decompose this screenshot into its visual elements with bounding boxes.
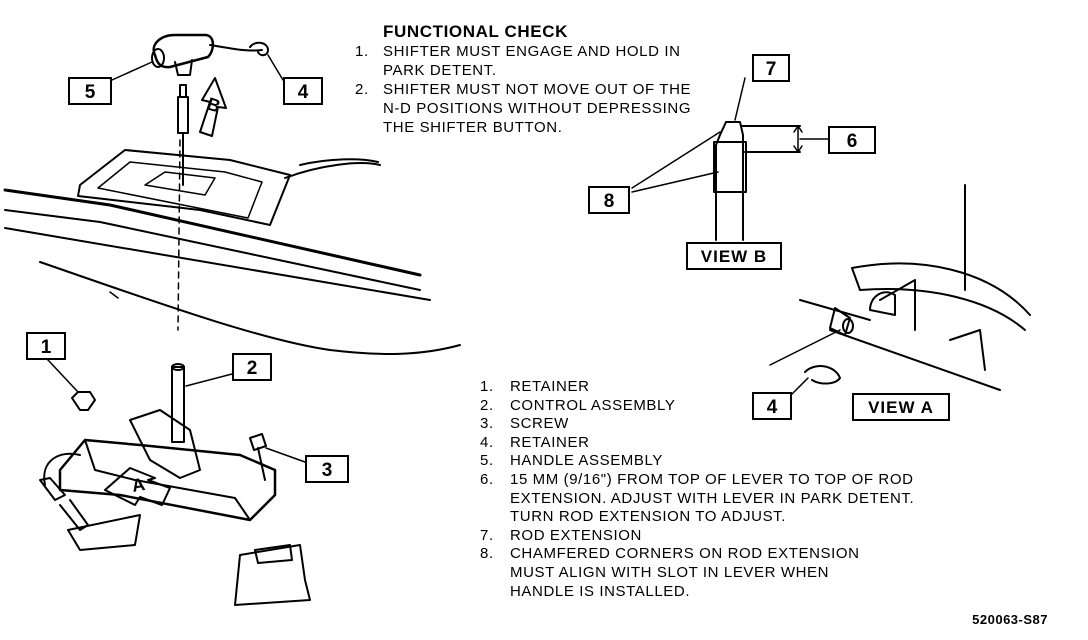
legend-line: HANDLE ASSEMBLY — [510, 452, 663, 470]
functional-check: FUNCTIONAL CHECK 1. SHIFTER MUST ENGAGE … — [355, 22, 755, 137]
legend-item: 6. 15 MM (9/16") FROM TOP OF LEVER TO TO… — [480, 471, 980, 527]
check-item-number: 2. — [355, 81, 369, 98]
legend-number: 6. — [480, 470, 494, 488]
legend-line: TURN ROD EXTENSION TO ADJUST. — [510, 508, 787, 526]
check-item-number: 1. — [355, 43, 369, 60]
callout-1: 1 — [26, 332, 66, 360]
view-a-label: VIEW A — [852, 393, 950, 421]
figure-id: 520063-S87 — [972, 612, 1048, 627]
screw-drawing — [249, 433, 267, 481]
legend-line: 15 MM (9/16") FROM TOP OF LEVER TO TOP O… — [510, 470, 914, 488]
legend-item: 5. HANDLE ASSEMBLY — [480, 452, 980, 471]
handle-assembly-drawing — [151, 33, 263, 76]
legend-line: RETAINER — [510, 433, 590, 451]
console-outline — [3, 149, 461, 356]
view-b-drawing — [631, 77, 829, 241]
check-item: 1. SHIFTER MUST ENGAGE AND HOLD IN PARK … — [355, 42, 755, 80]
legend-line: RETAINER — [510, 378, 590, 395]
legend-line: EXTENSION. ADJUST WITH LEVER IN PARK DET… — [510, 489, 915, 507]
legend-text: HANDLE ASSEMBLY — [510, 452, 663, 471]
legend-number: 3. — [480, 415, 494, 433]
check-item-line: THE SHIFTER BUTTON. — [383, 119, 563, 136]
rod-extension-drawing — [177, 84, 189, 186]
retainer-clip-drawing — [249, 41, 269, 57]
check-item-text: SHIFTER MUST ENGAGE AND HOLD IN PARK DET… — [383, 42, 681, 80]
check-item-line: SHIFTER MUST ENGAGE AND HOLD IN — [383, 43, 681, 60]
callout-7: 7 — [752, 54, 790, 82]
callout-3: 3 — [305, 455, 349, 483]
callout-6: 6 — [828, 126, 876, 154]
control-assembly-drawing — [39, 363, 311, 606]
legend-number: 5. — [480, 452, 494, 470]
retainer-1-drawing — [71, 391, 96, 411]
view-b-label: VIEW B — [686, 242, 782, 270]
callout-4-view-a: 4 — [752, 392, 792, 420]
callout-5: 5 — [68, 77, 112, 105]
direction-arrow-a — [104, 467, 171, 506]
check-item-text: SHIFTER MUST NOT MOVE OUT OF THE N-D POS… — [383, 80, 691, 137]
direction-arrow-b — [199, 77, 227, 137]
legend-item: 7. ROD EXTENSION — [480, 527, 980, 546]
legend-line: CONTROL ASSEMBLY — [510, 396, 676, 414]
view-a-drawing — [769, 184, 1031, 399]
alignment-centerline — [177, 139, 181, 331]
legend-item: 2. CONTROL ASSEMBLY — [480, 397, 980, 416]
legend-number: 4. — [480, 433, 494, 451]
legend-number: 8. — [480, 545, 494, 563]
legend-line: SCREW — [510, 415, 569, 433]
legend-item: 1. RETAINER — [480, 378, 980, 397]
leader-lines — [47, 54, 306, 463]
legend-item: 8. CHAMFERED CORNERS ON ROD EXTENSION MU… — [480, 545, 980, 601]
legend-item: 3. SCREW — [480, 415, 980, 434]
legend-text: RETAINER — [510, 434, 590, 453]
legend-number: 7. — [480, 526, 494, 544]
check-item-line: SHIFTER MUST NOT MOVE OUT OF THE — [383, 81, 692, 98]
functional-check-title: FUNCTIONAL CHECK — [383, 22, 568, 41]
legend-item: 4. RETAINER — [480, 434, 980, 453]
legend-line: MUST ALIGN WITH SLOT IN LEVER WHEN — [510, 563, 830, 581]
callout-4: 4 — [283, 77, 323, 105]
check-item-line: N-D POSITIONS WITHOUT DEPRESSING — [383, 100, 692, 117]
legend-text: SCREW — [510, 415, 569, 434]
legend-number: 1. — [480, 378, 494, 395]
callout-2: 2 — [232, 353, 272, 381]
legend-text: CONTROL ASSEMBLY — [510, 397, 675, 416]
legend-text: CHAMFERED CORNERS ON ROD EXTENSION MUST … — [510, 545, 860, 601]
legend-text: 15 MM (9/16") FROM TOP OF LEVER TO TOP O… — [510, 471, 914, 527]
legend-line: HANDLE IS INSTALLED. — [510, 582, 691, 600]
legend-line: CHAMFERED CORNERS ON ROD EXTENSION — [510, 545, 860, 563]
legend-line: ROD EXTENSION — [510, 526, 642, 544]
parts-legend: 1. RETAINER 2. CONTROL ASSEMBLY 3. SCREW… — [480, 378, 980, 601]
check-item-line: PARK DETENT. — [383, 62, 497, 79]
legend-text: ROD EXTENSION — [510, 527, 642, 546]
check-item: 2. SHIFTER MUST NOT MOVE OUT OF THE N-D … — [355, 80, 755, 137]
callout-8: 8 — [588, 186, 630, 214]
legend-text: RETAINER — [510, 378, 590, 397]
legend-number: 2. — [480, 396, 494, 414]
